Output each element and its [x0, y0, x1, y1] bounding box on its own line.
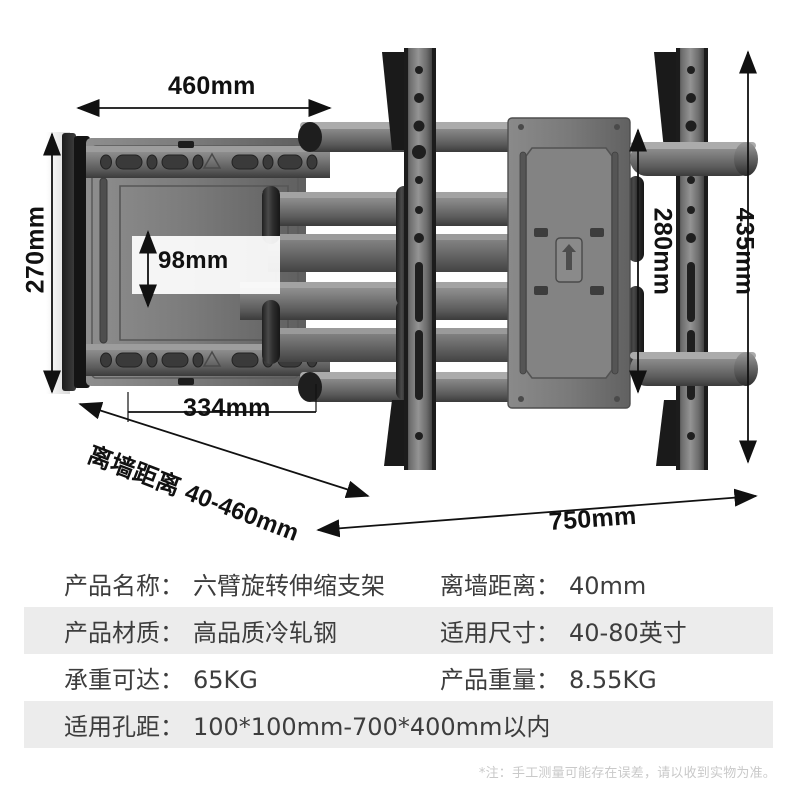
spec-label-hole-pattern: 适用孔距： — [64, 713, 184, 741]
spec-value-material: 高品质冷轧钢 — [193, 619, 337, 647]
dimension-label-rail-height: 435mm — [730, 207, 759, 296]
dimension-label-plate-width: 334mm — [183, 394, 271, 422]
spec-cell-product-weight: 产品重量： 8.55KG — [440, 660, 657, 695]
spec-row-load-capacity: 承重可达： 65KG 产品重量： 8.55KG — [24, 654, 773, 701]
spec-value-product-weight: 8.55KG — [569, 666, 657, 694]
spec-label-screen-size: 适用尺寸： — [440, 619, 560, 647]
spec-row-material: 产品材质： 高品质冷轧钢 适用尺寸： 40-80英寸 — [24, 607, 773, 654]
dimension-lines — [43, 50, 758, 538]
spec-row-hole-pattern: 适用孔距： 100*100mm-700*400mm以内 — [24, 701, 773, 748]
spec-cell-hole-pattern: 适用孔距： 100*100mm-700*400mm以内 — [64, 707, 550, 742]
spec-cell-screen-size: 适用尺寸： 40-80英寸 — [440, 613, 687, 648]
spec-label-product-weight: 产品重量： — [440, 666, 560, 694]
spec-row-product-name: 产品名称： 六臂旋转伸缩支架 离墙距离： 40mm — [24, 560, 773, 607]
dimension-label-width-top: 460mm — [168, 72, 256, 100]
vertical-rail-left — [382, 48, 436, 470]
spec-cell-load-capacity: 承重可达： 65KG — [64, 660, 258, 695]
vesa-mounting-plate — [507, 117, 631, 409]
dimension-label-overall-width: 750mm — [548, 501, 638, 536]
spec-cell-material: 产品材质： 高品质冷轧钢 — [64, 613, 337, 648]
dimension-label-vesa-height: 280mm — [648, 207, 677, 296]
spec-cell-wall-distance: 离墙距离： 40mm — [440, 566, 646, 601]
measurement-disclaimer: *注：手工测量可能存在误差，请以收到实物为准。 — [478, 766, 776, 781]
pivot-joint — [262, 300, 280, 364]
dimension-label-arm-gap: 98mm — [158, 247, 229, 274]
spec-value-load-capacity: 65KG — [193, 666, 258, 694]
pivot-joint — [262, 186, 280, 244]
spec-value-hole-pattern: 100*100mm-700*400mm以内 — [193, 713, 551, 741]
spec-value-screen-size: 40-80英寸 — [569, 619, 687, 647]
spec-value-product-name: 六臂旋转伸缩支架 — [193, 572, 385, 600]
specification-table: 产品名称： 六臂旋转伸缩支架 离墙距离： 40mm 产品材质： 高品质冷轧钢 适… — [0, 556, 800, 756]
spec-cell-product-name: 产品名称： 六臂旋转伸缩支架 — [64, 566, 385, 601]
spec-label-wall-distance: 离墙距离： — [440, 572, 560, 600]
spec-value-wall-distance: 40mm — [569, 572, 647, 600]
spec-label-load-capacity: 承重可达： — [64, 666, 184, 694]
spec-label-material: 产品材质： — [64, 619, 184, 647]
dimension-label-plate-height: 270mm — [21, 205, 50, 294]
wall-plate-top-rail — [86, 141, 330, 178]
product-technical-diagram: 460mm 270mm 98mm 334mm 离墙距离 40-460mm 750… — [21, 48, 759, 547]
spec-label-product-name: 产品名称： — [64, 572, 184, 600]
